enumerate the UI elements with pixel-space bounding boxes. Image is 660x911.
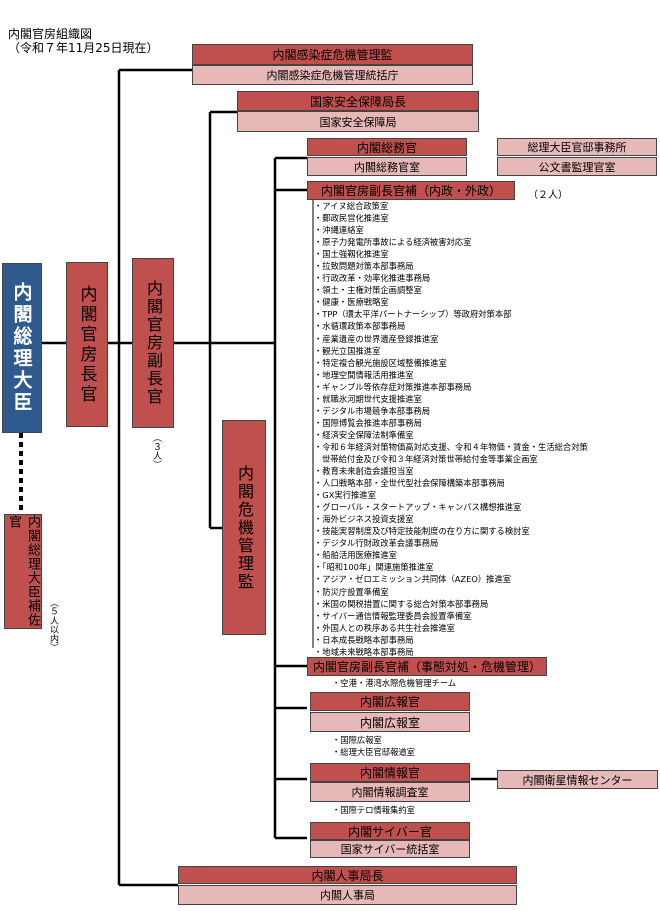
list-item: ・デジタル市場競争本部事務局 bbox=[314, 405, 430, 416]
list-item: ・令和６年経済対策物価高対応支援、令和４年物価・賃金・生活総合対策 bbox=[314, 441, 588, 452]
list-item: ・グローバル・スタートアップ・キャンパス構想推進室 bbox=[314, 502, 522, 513]
satellite-center-box: 内閣衛星情報センター bbox=[497, 770, 658, 789]
chart-title: 内閣官房組織図 bbox=[8, 27, 93, 41]
list-item: ・郵政民営化推進室 bbox=[314, 213, 389, 224]
cyber-office-box: 国家サイバー統括室 bbox=[310, 840, 470, 858]
chief-cabinet-secretary-box: 内閣官房長官 bbox=[66, 262, 108, 427]
security-head-box: 国家安全保障局長 bbox=[237, 91, 479, 111]
list-item: ・観光立国推進室 bbox=[314, 345, 381, 356]
list-item: ・経済安全保障法制準備室 bbox=[314, 429, 414, 440]
list-item: ・デジタル行財政改革会議事務局 bbox=[314, 538, 439, 549]
list-item: ・健康・医療戦略室 bbox=[314, 297, 389, 308]
list-item: ・地域未来戦略本部事務局 bbox=[314, 646, 414, 657]
security-office-box: 国家安全保障局 bbox=[237, 111, 479, 132]
list-item: ・サイバー通信情報監理委員会設置準備室 bbox=[314, 610, 472, 621]
list-item: ・人口戦略本部・全世代型社会保障構築本部事務局 bbox=[314, 478, 505, 489]
list-item: ・ギャンブル等依存症対策推進本部事務局 bbox=[314, 381, 472, 392]
list-item: ・国際博覧会推進本部事務局 bbox=[314, 417, 422, 428]
archives-office-box: 公文書監理官室 bbox=[497, 157, 657, 176]
assistant-domestic-count: （２人） bbox=[528, 190, 568, 201]
personnel-head-box: 内閣人事局長 bbox=[178, 866, 517, 884]
list-item: ・空港・港湾水際危機管理チーム bbox=[332, 678, 457, 688]
domestic-office-list: ・アイヌ総合政策室 ・郵政民営化推進室 ・沖縄連絡室 ・原子力発電所事故による経… bbox=[314, 200, 588, 658]
list-item: ・特定複合観光施設区域整備推進室 bbox=[314, 357, 447, 368]
assistant-domestic-box: 内閣官房副長官補（内政・外政） bbox=[307, 181, 515, 200]
list-item: ・教育未来創造会議担当室 bbox=[314, 466, 414, 477]
crisis-office-list: ・空港・港湾水際危機管理チーム bbox=[332, 677, 456, 689]
list-item: ・米国の関税措置に関する総合対策本部事務局 bbox=[314, 598, 489, 609]
list-item: ・防災庁設置準備室 bbox=[314, 586, 389, 597]
intelligence-office-box: 内閣情報調査室 bbox=[310, 782, 470, 802]
list-item: ・地理空間情報活用推進室 bbox=[314, 369, 414, 380]
infection-office-box: 内閣感染症危機管理統括庁 bbox=[192, 65, 473, 85]
intelligence-office-list: ・国際テロ情報集約室 bbox=[332, 804, 415, 816]
list-item: ・行政改革・効率化推進事務局 bbox=[314, 273, 431, 284]
affairs-office-box: 内閣総務官室 bbox=[307, 157, 467, 176]
personnel-office-box: 内閣人事局 bbox=[178, 885, 517, 905]
list-item: ・産業遺産の世界遺産登録推進室 bbox=[314, 333, 439, 344]
list-item: ・拉致問題対策本部事務局 bbox=[314, 261, 414, 272]
assistant-crisis-box: 内閣官房副長官補（事態対処・危機管理） bbox=[307, 657, 547, 676]
pm-assistant-note: （５人以内） bbox=[48, 598, 58, 652]
deputy-chief-box: 内閣官房副長官 bbox=[132, 258, 174, 428]
list-item: ・国際広報室 bbox=[332, 735, 382, 745]
list-item: ・アジア・ゼロエミッション共同体（AZEO）推進室 bbox=[314, 574, 512, 585]
list-item: ・日本成長戦略本部事務局 bbox=[314, 634, 414, 645]
prime-minister-box: 内閣総理大臣 bbox=[2, 263, 42, 433]
pm-official-office-box: 総理大臣官邸事務所 bbox=[497, 138, 657, 156]
intelligence-head-box: 内閣情報官 bbox=[310, 763, 470, 782]
cyber-head-box: 内閣サイバー官 bbox=[310, 822, 470, 840]
list-item: ・技能実習制度及び特定技能制度の在り方に関する検討室 bbox=[314, 526, 530, 537]
list-item: ・GX実行推進室 bbox=[314, 490, 376, 501]
list-item: ・海外ビジネス投資支援室 bbox=[314, 514, 414, 525]
affairs-head-box: 内閣総務官 bbox=[307, 138, 467, 156]
pr-head-box: 内閣広報官 bbox=[310, 692, 470, 711]
as-of-date: （令和７年11月25日現在） bbox=[8, 41, 159, 55]
list-item: ・沖縄連絡室 bbox=[314, 225, 364, 236]
pr-office-list: ・国際広報室 ・総理大臣官邸報道室 bbox=[332, 734, 415, 758]
list-item: ・就職氷河期世代支援推進室 bbox=[314, 393, 422, 404]
list-item: ・総理大臣官邸報道室 bbox=[332, 747, 415, 757]
list-item: ・アイヌ総合政策室 bbox=[314, 201, 389, 211]
list-item: ・水循環政策本部事務局 bbox=[314, 321, 406, 332]
infection-head-box: 内閣感染症危機管理監 bbox=[192, 44, 473, 65]
list-item: ・TPP（環太平洋パートナーシップ）等政府対策本部 bbox=[314, 309, 512, 320]
list-item: ・原子力発電所事故による経済被害対応室 bbox=[314, 237, 472, 248]
list-item: ・国際テロ情報集約室 bbox=[332, 805, 415, 815]
list-item: ・国土強靱化推進室 bbox=[314, 249, 389, 260]
list-item: 世帯給付金及び令和３年経済対策世帯給付金等事業企画室 bbox=[322, 453, 538, 464]
crisis-manager-box: 内閣危機管理監 bbox=[222, 420, 266, 635]
list-item: ・船舶活用医療推進室 bbox=[314, 550, 397, 561]
list-item: ・「昭和100年」関連施策推進室 bbox=[314, 562, 434, 573]
list-item: ・領土・主権対策企画調整室 bbox=[314, 285, 422, 296]
deputy-chief-note: （３人） bbox=[151, 433, 161, 469]
pr-office-box: 内閣広報室 bbox=[310, 712, 470, 732]
list-item: ・外国人との秩序ある共生社会推進室 bbox=[314, 622, 455, 633]
pm-assistant-box: 内閣総理大臣補佐官 bbox=[4, 514, 42, 629]
